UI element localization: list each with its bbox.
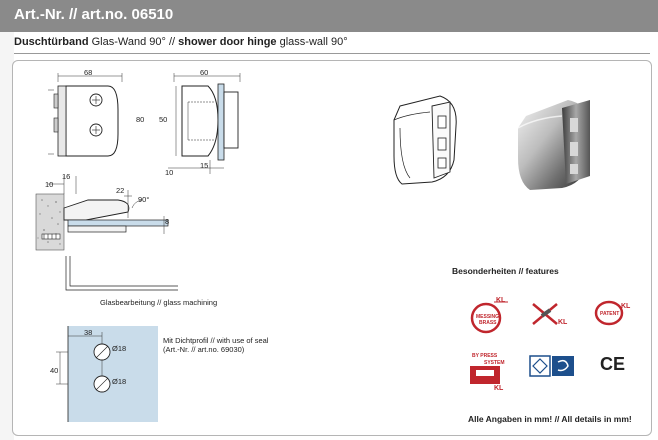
- hole-dim-2: Ø18: [112, 377, 127, 386]
- kl-brass-label: BRASS: [479, 320, 497, 326]
- kl-label-3: KL: [621, 303, 631, 310]
- dim-10: 10: [165, 168, 174, 177]
- subtitle-normal-de: Glas-Wand 90° //: [88, 36, 179, 48]
- dim-60: 60: [200, 68, 209, 77]
- article-number-title: Art.-Nr. // art.no. 06510: [14, 6, 174, 23]
- subtitle-bold-en: shower door hinge: [178, 36, 277, 48]
- dim-15: 15: [200, 161, 209, 170]
- glass-machining-drawing: [56, 326, 158, 422]
- dim-22: 22: [116, 186, 125, 195]
- side-view-drawing: [168, 73, 241, 174]
- dim-8: 8: [165, 217, 170, 226]
- patent-logo: [594, 300, 624, 326]
- seal-note-line-2: (Art.-Nr. // art.no. 69030): [163, 345, 245, 354]
- side-panel: [0, 0, 14, 440]
- patent-label: PATENT: [600, 311, 620, 317]
- kl-label-1: KL: [496, 297, 506, 304]
- footer-note: Alle Angaben in mm! // All details in mm…: [468, 414, 632, 424]
- product-line-drawing: [393, 95, 457, 185]
- product-photo: [517, 100, 590, 190]
- dim-10b: 10: [45, 180, 54, 189]
- dim-80: 80: [136, 115, 145, 124]
- kl-messing-logo: [470, 301, 508, 334]
- ce-mark: CE: [600, 354, 626, 374]
- system-label: SYSTEM: [484, 360, 505, 366]
- dim-angle-90: 90°: [138, 195, 150, 204]
- hole-dim-1: Ø18: [112, 344, 127, 353]
- front-view-drawing: [48, 73, 123, 157]
- seal-note: Mit Dichtprofil // with use of seal (Art…: [163, 336, 268, 354]
- glass-machining-label: Glasbearbeitung // glass machining: [100, 298, 218, 307]
- certification-logo: [529, 355, 574, 377]
- by-press-logo: [470, 366, 500, 384]
- top-section-drawing: [35, 176, 178, 291]
- dim-38: 38: [84, 328, 93, 337]
- kl-label-2: KL: [558, 319, 568, 326]
- dim-40: 40: [50, 366, 59, 375]
- features-title: Besonderheiten // features: [452, 266, 559, 276]
- header-bar: Art.-Nr. // art.no. 06510: [0, 0, 658, 32]
- subtitle-rule: [14, 53, 650, 54]
- dim-16: 16: [62, 172, 71, 181]
- by-press-label: BY PRESS: [472, 353, 498, 359]
- product-subtitle: Duschtürband Glas-Wand 90° // shower doo…: [14, 36, 348, 48]
- kl-label-4: KL: [494, 385, 504, 392]
- subtitle-bold-de: Duschtürband: [14, 36, 89, 48]
- subtitle-normal-en: glass-wall 90°: [276, 36, 348, 48]
- dim-68: 68: [84, 68, 93, 77]
- dim-50: 50: [159, 115, 168, 124]
- kl-messing-label: MESSING: [476, 314, 500, 320]
- no-tools-logo: [532, 303, 558, 325]
- seal-note-line-1: Mit Dichtprofil // with use of seal: [163, 336, 269, 345]
